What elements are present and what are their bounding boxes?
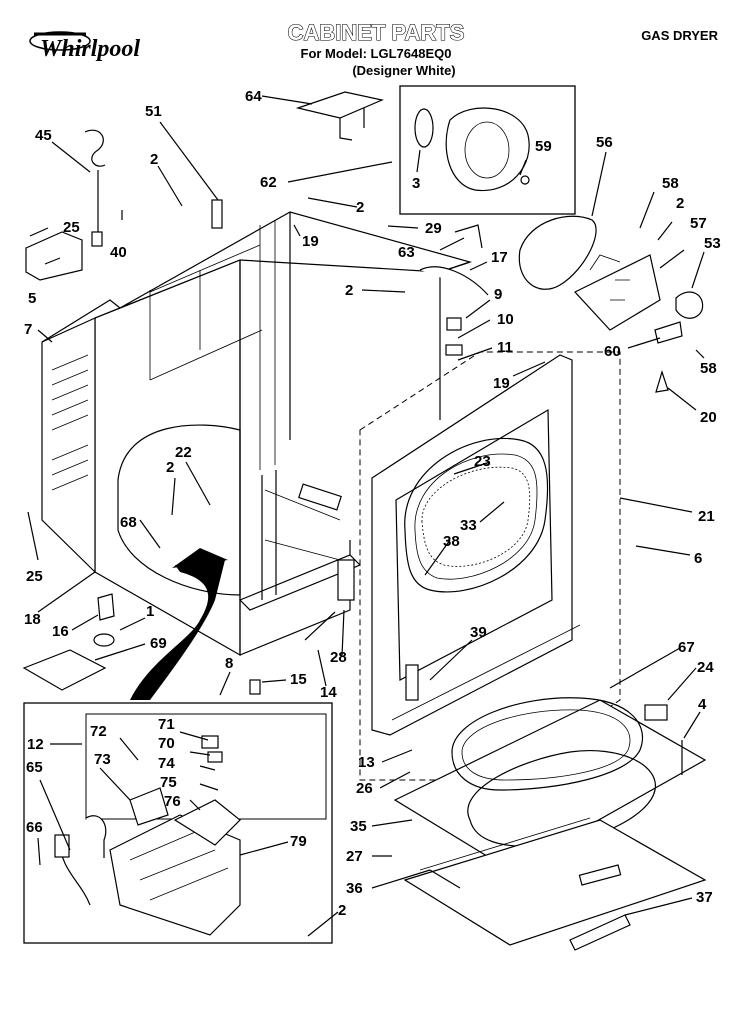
callout-40: 40	[110, 244, 127, 261]
callout-29: 29	[425, 220, 442, 237]
callout-59: 59	[535, 138, 552, 155]
callout-62: 62	[260, 174, 277, 191]
callout-39: 39	[470, 624, 487, 641]
loose-parts-top	[25, 129, 489, 356]
idler-bracket-57	[574, 254, 704, 393]
callout-66: 66	[26, 819, 43, 836]
callout-67: 67	[678, 639, 695, 656]
callout-37: 37	[696, 889, 713, 906]
callout-71: 71	[158, 716, 175, 733]
callout-18: 18	[24, 611, 41, 628]
callout-2: 2	[676, 195, 684, 212]
callout-69: 69	[150, 635, 167, 652]
callout-57: 57	[690, 215, 707, 232]
whirlpool-logo: Whirlpool	[29, 31, 140, 62]
callout-10: 10	[497, 311, 514, 328]
callout-21: 21	[698, 508, 715, 525]
callout-36: 36	[346, 880, 363, 897]
callout-51: 51	[145, 103, 162, 120]
brand-name: Whirlpool	[40, 36, 140, 62]
callout-20: 20	[700, 409, 717, 426]
callout-45: 45	[35, 127, 52, 144]
callout-58: 58	[662, 175, 679, 192]
callout-58: 58	[700, 360, 717, 377]
callout-19: 19	[493, 375, 510, 392]
callout-2: 2	[338, 902, 346, 919]
callout-38: 38	[443, 533, 460, 550]
callout-60: 60	[604, 343, 621, 360]
callout-22: 22	[175, 444, 192, 461]
callout-79: 79	[290, 833, 307, 850]
callout-68: 68	[120, 514, 137, 531]
callout-25: 25	[26, 568, 43, 585]
callout-33: 33	[460, 517, 477, 534]
page-title: CABINET PARTS	[288, 20, 465, 45]
gas-valve-box	[23, 702, 333, 944]
callout-24: 24	[697, 659, 714, 676]
callout-27: 27	[346, 848, 363, 865]
callout-12: 12	[27, 736, 44, 753]
product-type: GAS DRYER	[641, 28, 718, 43]
model-line: For Model: LGL7648EQ0	[301, 46, 452, 61]
callout-4: 4	[698, 696, 707, 713]
callout-76: 76	[164, 793, 181, 810]
callout-23: 23	[474, 453, 491, 470]
callout-74: 74	[158, 755, 175, 772]
callout-73: 73	[94, 751, 111, 768]
callout-7: 7	[24, 321, 32, 338]
callout-9: 9	[494, 286, 502, 303]
variant-line: (Designer White)	[352, 63, 455, 78]
callout-26: 26	[356, 780, 373, 797]
base-assembly	[393, 697, 707, 951]
callout-11: 11	[497, 339, 513, 356]
callout-35: 35	[350, 818, 367, 835]
callout-2: 2	[345, 282, 353, 299]
leader-lines	[27, 95, 705, 937]
callout-15: 15	[290, 671, 307, 688]
front-panel-assembly	[359, 351, 621, 781]
callout-1: 1	[146, 603, 154, 620]
callout-72: 72	[90, 723, 107, 740]
callout-5: 5	[28, 290, 36, 307]
callout-63: 63	[398, 244, 415, 261]
callout-14: 14	[320, 684, 337, 701]
callout-65: 65	[26, 759, 43, 776]
callout-53: 53	[704, 235, 721, 252]
callout-6: 6	[694, 550, 702, 567]
callout-64: 64	[245, 88, 262, 105]
callout-70: 70	[158, 735, 175, 752]
callout-8: 8	[225, 655, 233, 672]
callout-56: 56	[596, 134, 613, 151]
callout-28: 28	[330, 649, 347, 666]
callout-25: 25	[63, 219, 80, 236]
callout-19: 19	[302, 233, 319, 250]
callout-3: 3	[412, 175, 420, 192]
callout-2: 2	[166, 459, 174, 476]
callout-13: 13	[358, 754, 375, 771]
cabinet-assembly	[41, 211, 473, 700]
bracket-64	[295, 91, 384, 141]
callout-labels: 45 51 2 25 40 5 7 64 62 2 19 3 59 29 63 …	[24, 88, 721, 919]
callout-2: 2	[150, 151, 158, 168]
callout-2: 2	[356, 199, 364, 216]
callout-75: 75	[160, 774, 177, 791]
belt-56	[518, 215, 597, 290]
foot-and-pad-parts	[22, 559, 355, 695]
callout-17: 17	[491, 249, 508, 266]
motor-box	[399, 85, 576, 215]
callout-16: 16	[52, 623, 69, 640]
